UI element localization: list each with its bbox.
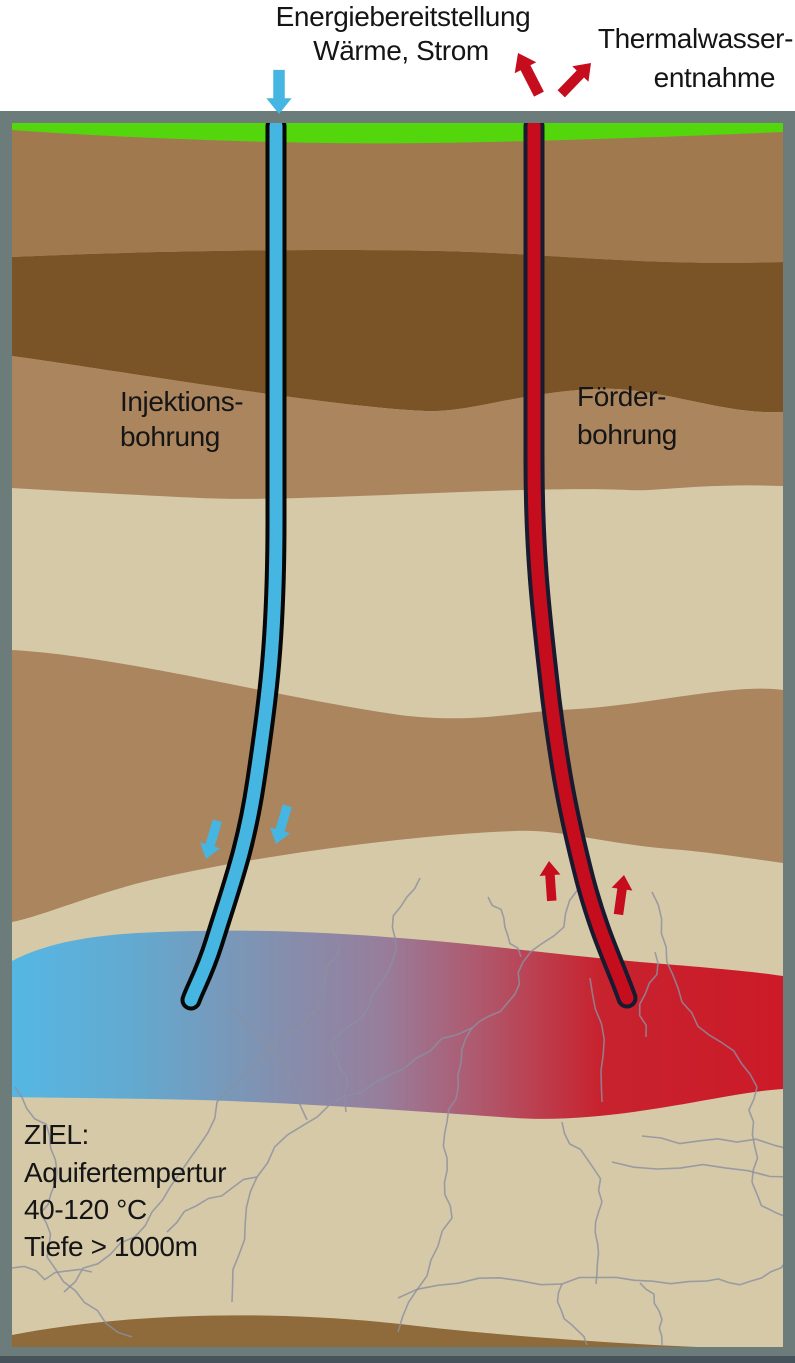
- fracture-line: [231, 1006, 308, 1121]
- fracture-line: [446, 1027, 473, 1123]
- production-well-label-line2: bohrung: [577, 419, 677, 450]
- fracture-line: [331, 1041, 349, 1113]
- grass-strip: [12, 121, 783, 144]
- soil-layer-top: [12, 121, 783, 263]
- fracture-line: [46, 1256, 133, 1338]
- fracture-line: [14, 1086, 58, 1173]
- fracture-line: [397, 1277, 563, 1299]
- soil-layer-dark: [12, 249, 783, 413]
- goal-label-line3: 40-120 °C: [24, 1194, 147, 1225]
- fracture-line: [231, 1176, 258, 1303]
- goal-label-line2: Aquifertempertur: [24, 1157, 226, 1188]
- fracture-line: [589, 977, 605, 1103]
- fracture-line: [681, 1001, 758, 1088]
- goal-label-line4: Tiefe > 1000m: [24, 1231, 198, 1262]
- energy-input-arrow-icon: [266, 69, 292, 114]
- goal-label-line1: ZIEL:: [24, 1119, 89, 1150]
- fracture-line: [166, 1176, 258, 1233]
- fracture-line: [706, 1257, 789, 1286]
- fracture-line: [522, 877, 586, 963]
- frame-left: [0, 111, 12, 1363]
- fracture-line: [748, 1086, 759, 1183]
- production-well-pipe: [527, 119, 634, 1005]
- frame-right: [783, 111, 795, 1363]
- fracture-line: [397, 1217, 453, 1333]
- thermal-extraction-label-line1: Thermalwasser-: [598, 23, 793, 54]
- fracture-line: [361, 1027, 473, 1093]
- fracture-network: [0, 877, 794, 1346]
- frame-bottom-edge: [0, 1356, 795, 1363]
- fracture-line: [151, 1101, 218, 1213]
- thermal-extraction-label-line2: entnahme: [654, 62, 775, 93]
- fracture-line: [561, 1121, 603, 1203]
- frame-top: [0, 111, 795, 123]
- fracture-line: [556, 1283, 588, 1346]
- production-well-label-line1: Förder-: [577, 381, 666, 412]
- fracture-line: [561, 1276, 708, 1285]
- fracture-line: [611, 1161, 794, 1178]
- fracture-line: [594, 1201, 603, 1285]
- fracture-line: [651, 891, 683, 1003]
- energy-supply-label-line1: Energiebereitstellung: [276, 1, 531, 32]
- injection-well-label-line1: Injektions-: [120, 386, 243, 417]
- fracture-line: [638, 951, 659, 1038]
- energy-supply-label-line2: Wärme, Strom: [313, 35, 489, 66]
- fracture-line: [471, 961, 524, 1029]
- fracture-line: [641, 1135, 794, 1151]
- fracture-line: [216, 1026, 303, 1103]
- fracture-line: [391, 877, 421, 963]
- fracture-line: [63, 1211, 153, 1293]
- fracture-line: [301, 944, 341, 1028]
- soil-layer-medium-upper: [12, 356, 783, 499]
- fracture-line: [442, 1121, 453, 1219]
- fracture-line: [0, 1262, 93, 1281]
- injection-well-pipe: [184, 119, 283, 1007]
- fracture-line: [39, 1171, 58, 1258]
- thermal-extraction-arrow-left-icon: [507, 47, 550, 100]
- fracture-line: [487, 896, 522, 958]
- fracture-line: [256, 1091, 363, 1178]
- thermal-extraction-arrow-right-icon: [553, 55, 600, 102]
- fracture-line: [331, 961, 393, 1043]
- injection-well-label-line2: bohrung: [120, 421, 220, 452]
- fracture-line: [639, 1282, 663, 1346]
